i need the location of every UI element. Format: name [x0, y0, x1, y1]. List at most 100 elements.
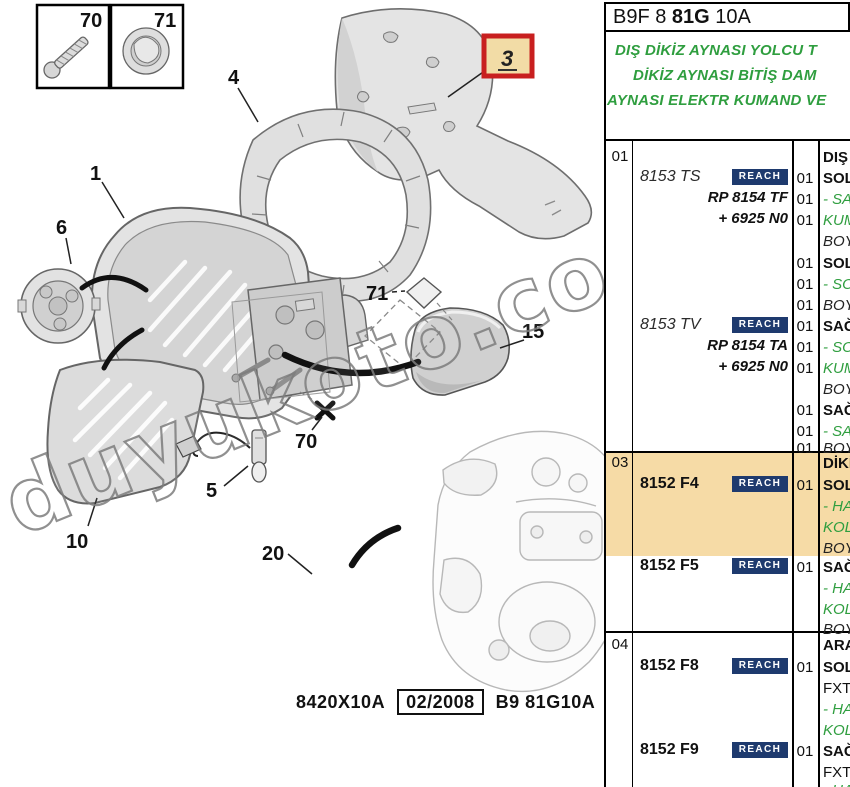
- reach-badge[interactable]: REACH: [732, 169, 788, 185]
- qty-cell: 01: [796, 339, 814, 356]
- description-line: AYNASI ELEKTR KUMAND VE: [607, 92, 827, 109]
- callout-5: 5: [206, 480, 217, 502]
- desc-line: 01KUMA: [606, 211, 850, 231]
- parts-diagram: 70 71: [0, 3, 713, 715]
- qty-cell: 01: [796, 191, 814, 208]
- screw-position-x-mark: [314, 400, 336, 421]
- bulb-wire-part: [175, 429, 267, 483]
- qty-cell: 01: [796, 743, 814, 760]
- callout-3: 3: [501, 46, 513, 71]
- callout-6: 6: [56, 217, 67, 239]
- desc-text: SOL: [823, 170, 850, 187]
- ref-cell: 04: [611, 636, 629, 653]
- qty-cell: 01: [796, 276, 814, 293]
- desc-text: SOL: [823, 255, 850, 272]
- desc-text: FXT-: [823, 764, 850, 781]
- catalog-code-header: B9F 8 81G 10A: [604, 2, 850, 32]
- desc-text: FXT-: [823, 680, 850, 697]
- desc-text: BOYA: [823, 297, 850, 314]
- screw-icon: [43, 36, 89, 79]
- reach-badge[interactable]: REACH: [732, 476, 788, 492]
- column-divider: [632, 141, 633, 787]
- callout-1: 1: [90, 163, 101, 185]
- reach-badge[interactable]: REACH: [732, 558, 788, 574]
- mirror-motor-part: [17, 268, 101, 344]
- qty-cell: 01: [796, 318, 814, 335]
- qty-cell: 01: [796, 360, 814, 377]
- desc-line: KOLL: [606, 721, 850, 741]
- desc-text: BOYA: [823, 233, 850, 250]
- inset-label-71: 71: [154, 10, 176, 32]
- part-number[interactable]: 8153 TV: [640, 316, 701, 333]
- qty-cell: 01: [796, 440, 814, 457]
- clip-icon: [122, 27, 170, 75]
- desc-text: BOYA: [823, 621, 850, 638]
- part-extra: + 6925 N0: [718, 358, 788, 375]
- inset-box-70: 70: [35, 3, 111, 90]
- desc-text: - HA: [823, 781, 850, 787]
- desc-text: KOLL: [823, 722, 850, 739]
- code-prefix: B9F 8: [613, 6, 672, 28]
- desc-line: - HAR: [606, 579, 850, 599]
- desc-line: - HAR: [606, 700, 850, 720]
- qty-cell: 01: [796, 212, 814, 229]
- part-extra: RP 8154 TA: [707, 337, 788, 354]
- desc-line: FXT-: [606, 763, 850, 783]
- qty-cell: 01: [796, 297, 814, 314]
- desc-line: KOLL: [606, 600, 850, 620]
- qty-cell: 01: [796, 477, 814, 494]
- desc-text: DIŞ D: [823, 149, 850, 166]
- desc-text: - SAĞ: [823, 423, 850, 440]
- desc-text: DİKİZ: [823, 455, 850, 472]
- reach-badge[interactable]: REACH: [732, 742, 788, 758]
- ref-cell: 01: [611, 148, 629, 165]
- part-number[interactable]: 8153 TS: [640, 168, 701, 185]
- reach-badge[interactable]: REACH: [732, 317, 788, 333]
- caption-ref: B9 81G10A: [495, 691, 596, 712]
- desc-text: - SAĞ: [823, 191, 850, 208]
- desc-text: ARA (: [823, 637, 850, 654]
- desc-line: 01KUMA: [606, 359, 850, 379]
- qty-cell: 01: [796, 255, 814, 272]
- inset-box-71: 71: [109, 3, 185, 90]
- qty-cell: 01: [796, 402, 814, 419]
- inset-label-70: 70: [80, 10, 102, 32]
- column-divider: [818, 141, 820, 787]
- parts-list-panel: B9F 8 81G 10A DIŞ DİKİZ AYNASI YOLCU T D…: [604, 0, 850, 787]
- code-bold: 81G: [671, 6, 710, 28]
- desc-text: SAĞ: [823, 743, 850, 760]
- code-suffix: 10A: [709, 6, 751, 28]
- desc-text: BOYA: [823, 381, 850, 398]
- desc-line: BOYA: [606, 539, 850, 559]
- desc-line: 01 - SAĞ: [606, 190, 850, 210]
- desc-line: ARA (: [606, 636, 850, 656]
- callout-71: 71: [366, 283, 388, 305]
- desc-text: SOL: [823, 659, 850, 676]
- desc-line: BOYA: [606, 620, 850, 640]
- qty-cell: 01: [796, 170, 814, 187]
- desc-line: 01 SOL: [606, 658, 850, 678]
- selected-row-highlight: [606, 452, 850, 556]
- qty-cell: 01: [796, 659, 814, 676]
- desc-line: 01 SAĞ: [606, 742, 850, 762]
- parts-table: 01 8153 TS REACH RP 8154 TF + 6925 N0 81…: [604, 139, 850, 787]
- ref-cell: 03: [611, 454, 629, 471]
- diagram-caption: 8420X10A 02/2008 B9 81G10A: [296, 689, 595, 715]
- small-cap-part: [410, 307, 510, 396]
- part-number[interactable]: 8152 F9: [640, 741, 699, 758]
- part-number[interactable]: 8152 F8: [640, 657, 699, 674]
- direction-swooshes: [79, 275, 422, 569]
- reach-badge[interactable]: REACH: [732, 658, 788, 674]
- caption-date: 02/2008: [397, 689, 484, 715]
- desc-line: BOYA: [606, 232, 850, 252]
- mirror-cap-part: [334, 8, 593, 240]
- part-number[interactable]: 8152 F5: [640, 557, 699, 574]
- diagram-drawing: 70 71: [17, 3, 604, 693]
- desc-text: SAĞ: [823, 559, 850, 576]
- part-number[interactable]: 8152 F4: [640, 475, 699, 492]
